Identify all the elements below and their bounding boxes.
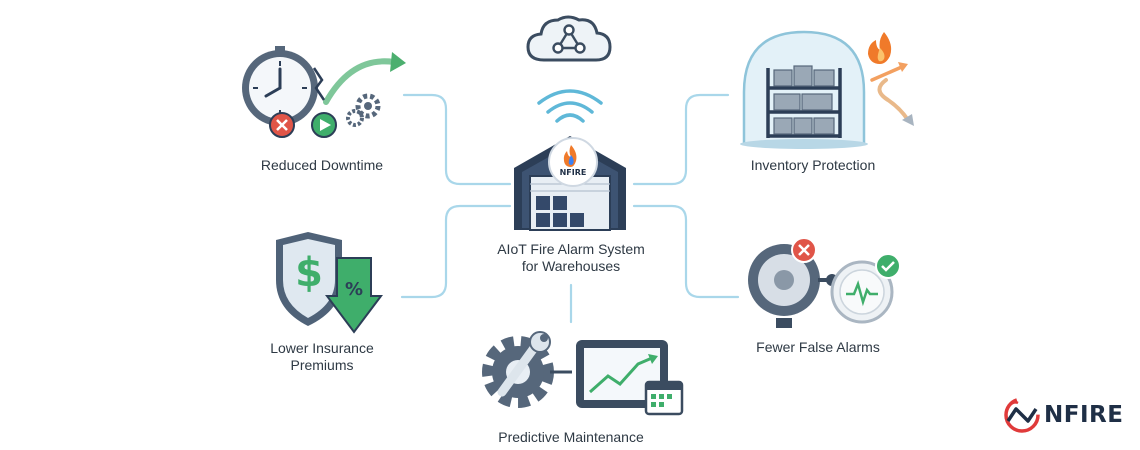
cloud-network-icon [526, 15, 612, 62]
label-fewer-false-alarms: Fewer False Alarms [756, 339, 880, 355]
stopwatch-recovery-icon [242, 46, 406, 138]
alarm-bell-sensor-icon [748, 237, 901, 328]
center-title-line2: for Warehouses [521, 258, 621, 274]
label-lower-insurance-premiums: Lower Insurance Premiums [270, 340, 374, 373]
insurance-shield-icon [276, 232, 342, 326]
gear-wrench-icon [482, 331, 572, 408]
connector-insurance [400, 204, 512, 299]
connector-inventory [632, 93, 730, 186]
trend-tablet-icon [576, 340, 684, 416]
flame-icon [563, 145, 577, 167]
brand-logo: NFIRE [1002, 395, 1123, 435]
wifi-signal-icon [537, 89, 603, 123]
nfire-logo-icon [1004, 397, 1040, 433]
label-predictive-maintenance: Predictive Maintenance [498, 429, 644, 445]
center-title-line1: AIoT Fire Alarm System [497, 241, 645, 257]
shelf-dome-icon [740, 30, 914, 149]
nfire-badge: NFIRE [548, 137, 598, 187]
percent-sign-icon: % [344, 279, 364, 300]
dollar-sign-icon: $ [295, 250, 323, 296]
nfire-badge-text: NFIRE [559, 168, 587, 177]
connector-downtime [402, 93, 512, 186]
label-reduced-downtime: Reduced Downtime [260, 157, 384, 173]
brand-name: NFIRE [1044, 402, 1124, 428]
label-inventory-protection: Inventory Protection [750, 157, 876, 173]
down-arrow-icon [325, 257, 383, 334]
connector-false-alarms [632, 204, 740, 299]
